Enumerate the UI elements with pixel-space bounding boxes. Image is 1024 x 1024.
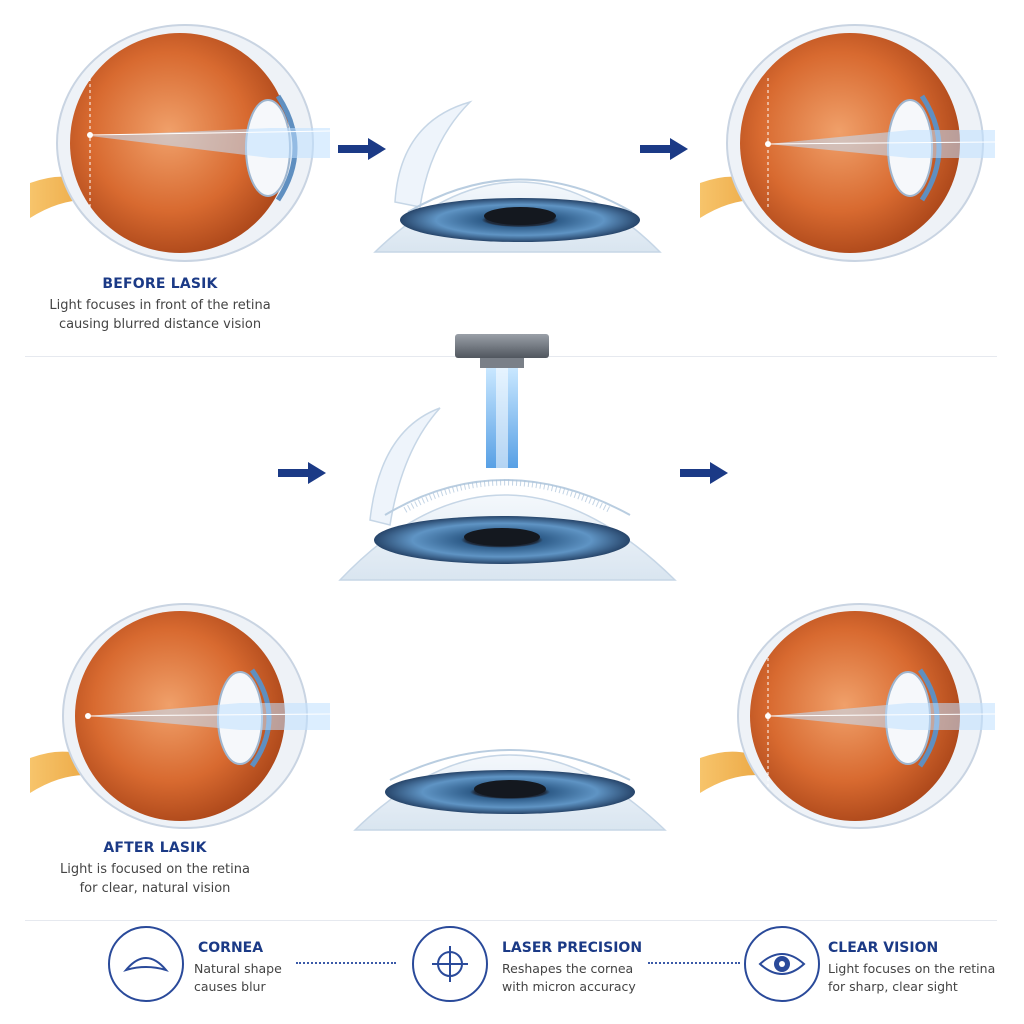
legend-connector <box>648 962 740 966</box>
legend-laser-precision: LASER PRECISION Reshapes the cornea with… <box>412 926 732 1006</box>
arrow-right-icon <box>680 462 728 484</box>
arrow-right-icon <box>278 462 326 484</box>
eye-cross-section-before <box>30 24 331 262</box>
legend-clear-text: Light focuses on the retina for sharp, c… <box>828 961 996 994</box>
eye-cross-section-bottom-right <box>700 603 996 829</box>
laser-device-illustration <box>338 334 677 581</box>
legend-divider <box>25 920 997 921</box>
after-lasik-caption: AFTER LASIK Light is focused on the reti… <box>15 840 295 898</box>
after-lasik-line2: for clear, natural vision <box>79 881 231 896</box>
before-lasik-caption: BEFORE LASIK Light focuses in front of t… <box>20 276 300 334</box>
legend-laser-title: LASER PRECISION <box>502 940 643 956</box>
crosshair-icon <box>412 926 488 1002</box>
after-lasik-title: AFTER LASIK <box>103 840 207 856</box>
after-lasik-line1: Light is focused on the retina <box>60 862 250 877</box>
legend-clear-title: CLEAR VISION <box>828 940 939 956</box>
legend-clear-vision: CLEAR VISION Light focuses on the retina… <box>744 926 1020 1006</box>
cornea-flap-illustration-top <box>373 100 662 253</box>
legend-cornea-title: CORNEA <box>198 940 264 956</box>
legend-connector <box>296 962 396 966</box>
eye-cross-section-top-right <box>700 24 996 262</box>
before-lasik-line2: causing blurred distance vision <box>58 317 262 332</box>
eye-cross-section-after <box>30 603 331 829</box>
legend-cornea-text: Natural shape causes blur <box>194 961 282 994</box>
cornea-icon <box>108 926 184 1002</box>
legend-laser-text: Reshapes the cornea with micron accuracy <box>502 961 636 994</box>
legend-cornea: CORNEA Natural shape causes blur <box>108 926 408 1006</box>
before-lasik-title: BEFORE LASIK <box>102 276 218 292</box>
eye-icon <box>744 926 820 1002</box>
arrow-right-icon <box>640 138 688 160</box>
cornea-illustration-bottom <box>353 749 667 831</box>
arrow-right-icon <box>338 138 386 160</box>
before-lasik-line1: Light focuses in front of the retina <box>49 298 271 313</box>
